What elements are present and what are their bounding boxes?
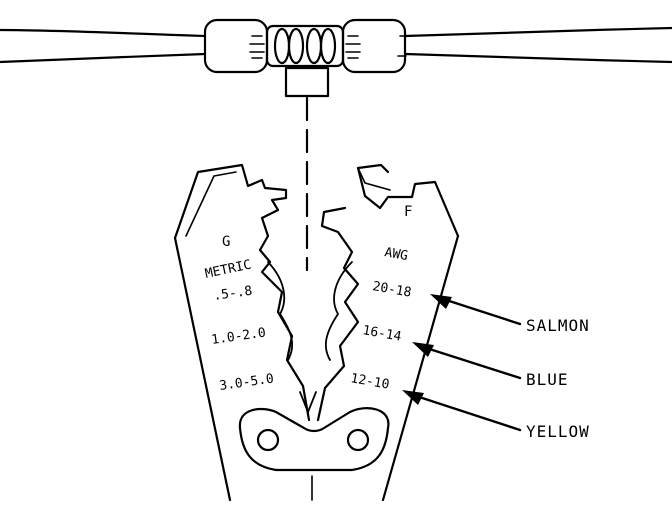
callout-salmon: SALMON <box>526 316 590 335</box>
metric-value-1: .5-.8 <box>212 284 253 304</box>
callout-blue: BLUE <box>526 370 569 389</box>
callout-yellow: YELLOW <box>526 422 590 441</box>
awg-value-2: 16-14 <box>361 323 402 345</box>
pivot-plate <box>238 407 390 501</box>
arrow-head-yellow <box>402 390 424 405</box>
wire-left <box>0 28 207 64</box>
jaw-label-f: F <box>404 204 412 220</box>
awg-value-3: 12-10 <box>349 371 390 393</box>
right-jaw <box>316 163 460 502</box>
awg-heading: AWG <box>383 245 409 264</box>
metric-heading: METRIC <box>204 257 253 281</box>
pivot-hole-right <box>346 428 370 452</box>
arrow-head-salmon <box>430 294 452 309</box>
metric-value-3: 3.0-5.0 <box>218 371 274 393</box>
arrow-head-blue <box>412 342 434 357</box>
wire-right <box>403 26 672 64</box>
splice-connector <box>203 18 407 98</box>
crimp-cavities <box>267 261 353 413</box>
pivot-hole-left <box>256 428 280 452</box>
jaw-label-g: G <box>222 234 230 250</box>
callout-arrows <box>408 296 522 432</box>
awg-value-1: 20-18 <box>371 279 412 301</box>
metric-value-2: 1.0-2.0 <box>210 325 266 347</box>
